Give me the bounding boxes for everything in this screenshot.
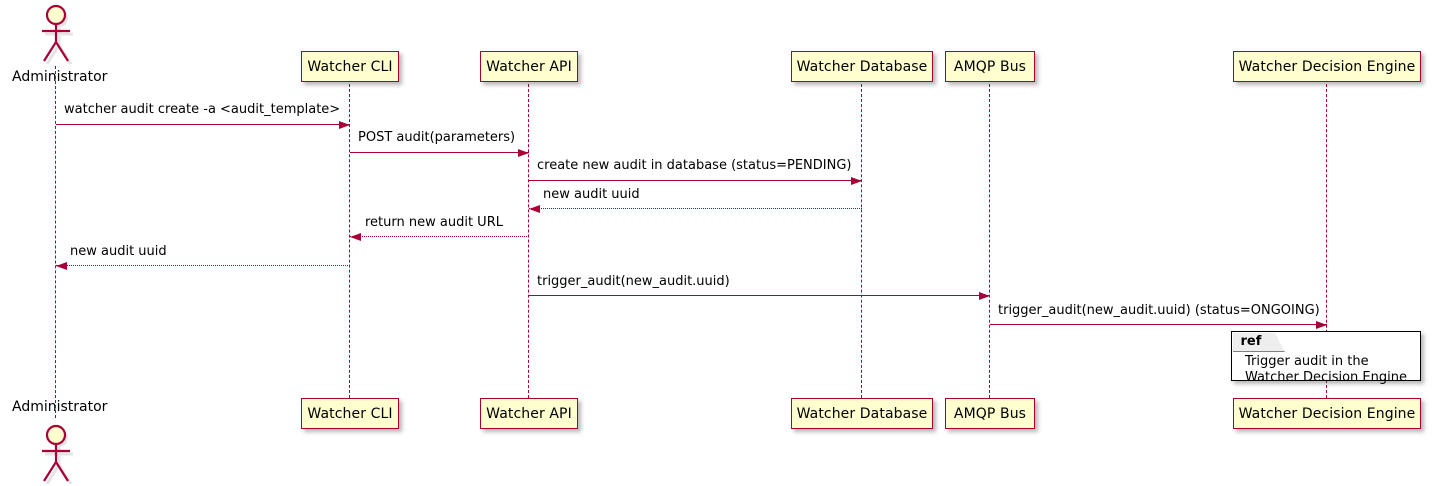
message-line-m8 bbox=[990, 324, 1327, 325]
arrow-head-m6 bbox=[56, 261, 67, 270]
actor-administrator-bottom bbox=[29, 424, 83, 485]
lifeline-db bbox=[861, 84, 863, 398]
arrow-head-m4 bbox=[529, 204, 540, 213]
participant-cli-top[interactable]: Watcher CLI bbox=[301, 51, 399, 82]
lifeline-api bbox=[528, 84, 530, 398]
actor-label-administrator-top: Administrator bbox=[12, 69, 108, 85]
participant-amqp-top[interactable]: AMQP Bus bbox=[945, 51, 1035, 82]
message-label-m4: new audit uuid bbox=[543, 187, 640, 202]
message-label-m8: trigger_audit(new_audit.uuid) (status=ON… bbox=[998, 303, 1320, 318]
lifeline-administrator bbox=[55, 66, 57, 418]
arrow-head-m1 bbox=[339, 120, 350, 129]
arrow-head-m7 bbox=[979, 291, 990, 300]
message-line-m2 bbox=[350, 152, 529, 153]
message-label-m5: return new audit URL bbox=[365, 215, 503, 230]
arrow-head-m5 bbox=[350, 232, 361, 241]
message-line-m7 bbox=[529, 295, 990, 296]
ref-fragment-line-1: Watcher Decision Engine bbox=[1245, 370, 1407, 385]
participant-amqp-bottom[interactable]: AMQP Bus bbox=[945, 398, 1035, 429]
participant-db-top[interactable]: Watcher Database bbox=[791, 51, 933, 82]
message-line-m5 bbox=[350, 236, 529, 237]
actor-label-administrator-bottom: Administrator bbox=[12, 399, 108, 415]
message-line-m6 bbox=[56, 265, 350, 266]
message-label-m7: trigger_audit(new_audit.uuid) bbox=[537, 274, 730, 289]
message-line-m3 bbox=[529, 180, 862, 181]
arrow-head-m8 bbox=[1316, 320, 1327, 329]
participant-wde-top[interactable]: Watcher Decision Engine bbox=[1233, 51, 1421, 82]
message-label-m2: POST audit(parameters) bbox=[358, 130, 516, 145]
participant-api-top[interactable]: Watcher API bbox=[480, 51, 578, 82]
message-line-m4 bbox=[529, 208, 862, 209]
arrow-head-m2 bbox=[518, 148, 529, 157]
actor-administrator-top bbox=[29, 4, 83, 65]
participant-db-bottom[interactable]: Watcher Database bbox=[791, 398, 933, 429]
message-label-m3: create new audit in database (status=PEN… bbox=[537, 158, 852, 173]
message-label-m1: watcher audit create -a <audit_template> bbox=[64, 102, 341, 117]
ref-fragment-line-0: Trigger audit in the bbox=[1245, 354, 1369, 369]
participant-wde-bottom[interactable]: Watcher Decision Engine bbox=[1233, 398, 1421, 429]
lifeline-amqp bbox=[989, 84, 991, 398]
message-label-m6: new audit uuid bbox=[70, 244, 167, 259]
lifeline-cli bbox=[349, 84, 351, 398]
lifeline-wde bbox=[1326, 84, 1328, 398]
arrow-head-m3 bbox=[851, 176, 862, 185]
message-line-m1 bbox=[56, 124, 350, 125]
participant-cli-bottom[interactable]: Watcher CLI bbox=[301, 398, 399, 429]
participant-api-bottom[interactable]: Watcher API bbox=[480, 398, 578, 429]
